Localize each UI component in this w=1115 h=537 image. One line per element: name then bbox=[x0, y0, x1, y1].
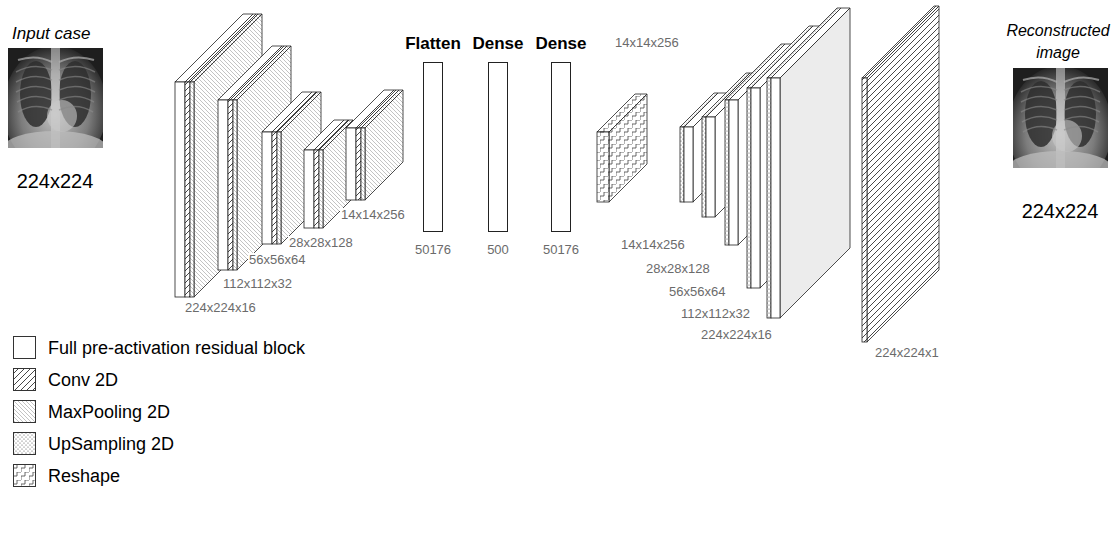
legend-sample bbox=[14, 433, 36, 455]
residual-block bbox=[771, 8, 850, 318]
residual-block-front bbox=[729, 100, 738, 245]
maxpool-layer-front bbox=[319, 150, 323, 228]
layer-size: 28x28x128 bbox=[288, 236, 354, 251]
dense-bar: Flatten 50176 bbox=[401, 33, 465, 258]
legend-swatch bbox=[13, 432, 36, 455]
dense-bar: Dense 500 bbox=[468, 33, 528, 258]
layer-size: 112x112x32 bbox=[222, 277, 293, 292]
layer-size: 50176 bbox=[401, 242, 465, 258]
output-conv-layer-side bbox=[867, 6, 939, 342]
vector-bar bbox=[423, 62, 443, 232]
legend-text: Full pre-activation residual block bbox=[48, 337, 305, 359]
vector-bar bbox=[488, 62, 508, 232]
conv-layer-front bbox=[228, 100, 233, 270]
legend-swatch bbox=[13, 464, 36, 487]
maxpool-layer bbox=[361, 90, 403, 200]
residual-block-front bbox=[346, 128, 356, 200]
input-xray bbox=[3, 46, 107, 170]
legend-row: UpSampling 2D bbox=[13, 432, 174, 455]
layer-size: 500 bbox=[468, 242, 528, 258]
residual-block-front bbox=[304, 150, 314, 228]
layer-size: 224x224x1 bbox=[874, 346, 940, 361]
upsampling-layer-front bbox=[767, 78, 771, 318]
legend-swatch bbox=[13, 400, 36, 423]
residual-block-front bbox=[262, 132, 272, 244]
legend-text: UpSampling 2D bbox=[48, 433, 174, 455]
layer-title: Dense bbox=[468, 33, 528, 55]
legend-text: MaxPooling 2D bbox=[48, 401, 170, 423]
maxpool-layer-side bbox=[365, 90, 403, 200]
reshape-block-front bbox=[597, 132, 609, 202]
residual-block-front bbox=[218, 100, 228, 270]
layer-size: 112x112x32 bbox=[680, 307, 751, 322]
maxpool-layer-front bbox=[190, 82, 194, 297]
legend-row: Conv 2D bbox=[13, 368, 118, 391]
layer-size: 14x14x256 bbox=[340, 208, 406, 223]
residual-block-front bbox=[751, 88, 760, 288]
maxpool-layer-front bbox=[361, 128, 365, 200]
conv-layer-front bbox=[185, 82, 190, 297]
reshape-block bbox=[597, 94, 647, 202]
maxpool-layer-side bbox=[281, 92, 321, 244]
dense-bar: Dense 50176 bbox=[531, 33, 591, 258]
layer-title: Flatten bbox=[401, 33, 465, 55]
legend-swatch bbox=[13, 336, 36, 359]
conv-layer-front bbox=[272, 132, 277, 244]
conv-layer-front bbox=[356, 128, 361, 200]
residual-block-front bbox=[175, 82, 185, 297]
maxpool-layer-front bbox=[277, 132, 281, 244]
maxpool-layer-front bbox=[233, 100, 237, 270]
upsampling-layer-front bbox=[702, 117, 706, 217]
layer-size: 50176 bbox=[531, 242, 591, 258]
reshape-block-side bbox=[609, 94, 647, 202]
layer-size: 224x224x16 bbox=[700, 328, 773, 343]
layer-size: 56x56x64 bbox=[668, 285, 726, 300]
layer-size: 14x14x256 bbox=[614, 36, 680, 51]
upsampling-layer-front bbox=[680, 127, 684, 202]
maxpool-layer bbox=[277, 92, 321, 244]
layer-size: 56x56x64 bbox=[248, 253, 306, 268]
image-size: 224x224 bbox=[0, 170, 110, 193]
legend-row: Full pre-activation residual block bbox=[13, 336, 305, 359]
legend-sample bbox=[14, 465, 36, 487]
residual-block-front bbox=[684, 127, 693, 202]
conv-layer-front bbox=[314, 150, 319, 228]
legend-sample bbox=[14, 401, 36, 423]
residual-block-front bbox=[706, 117, 715, 217]
legend-row: Reshape bbox=[13, 464, 120, 487]
output-conv-layer bbox=[862, 6, 939, 342]
reconstructed-xray bbox=[1008, 66, 1112, 190]
layer-title: Dense bbox=[531, 33, 591, 55]
legend-text: Reshape bbox=[48, 465, 120, 487]
image-caption: Reconstructed image bbox=[1000, 20, 1115, 64]
layer-size: 14x14x256 bbox=[620, 238, 686, 253]
legend-row: MaxPooling 2D bbox=[13, 400, 170, 423]
output-conv-layer-front bbox=[862, 78, 867, 342]
residual-block-front bbox=[771, 78, 780, 318]
residual-block-side bbox=[780, 8, 850, 318]
vector-bar bbox=[551, 62, 571, 232]
legend-text: Conv 2D bbox=[48, 369, 118, 391]
layer-size: 224x224x16 bbox=[184, 301, 257, 316]
layer-size: 28x28x128 bbox=[645, 262, 711, 277]
upsampling-layer-front bbox=[747, 88, 751, 288]
upsampling-layer-front bbox=[725, 100, 729, 245]
legend-swatch bbox=[13, 368, 36, 391]
image-caption: Input case bbox=[12, 24, 90, 44]
legend-sample bbox=[14, 337, 36, 359]
image-size: 224x224 bbox=[1005, 200, 1115, 223]
legend-sample bbox=[14, 369, 36, 391]
